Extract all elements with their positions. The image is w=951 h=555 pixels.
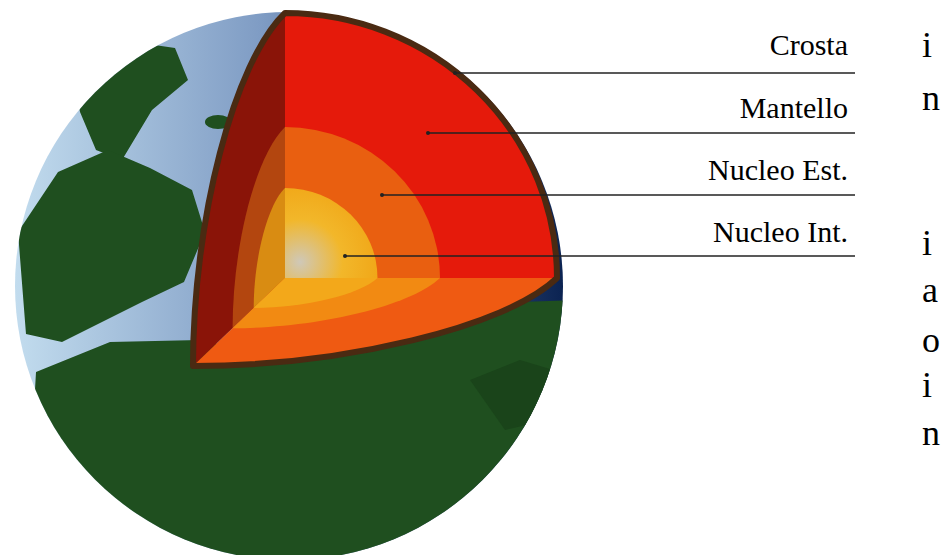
text-fragment: i bbox=[922, 223, 932, 263]
layer-label: Nucleo Int. bbox=[713, 215, 848, 249]
layer-label: Mantello bbox=[740, 91, 848, 125]
layer-label: Crosta bbox=[770, 28, 848, 62]
leader-lines bbox=[343, 71, 855, 258]
text-fragment: i bbox=[922, 25, 932, 65]
layer-label: Nucleo Est. bbox=[708, 153, 848, 187]
bottom-cut-face bbox=[193, 278, 557, 366]
text-fragment: n bbox=[922, 78, 940, 118]
text-fragment: o bbox=[922, 320, 940, 360]
right-cut-face bbox=[285, 13, 557, 278]
crust bbox=[193, 13, 557, 366]
text-fragment: a bbox=[922, 270, 938, 310]
text-fragment: i bbox=[922, 365, 932, 405]
text-fragment: n bbox=[922, 413, 940, 453]
